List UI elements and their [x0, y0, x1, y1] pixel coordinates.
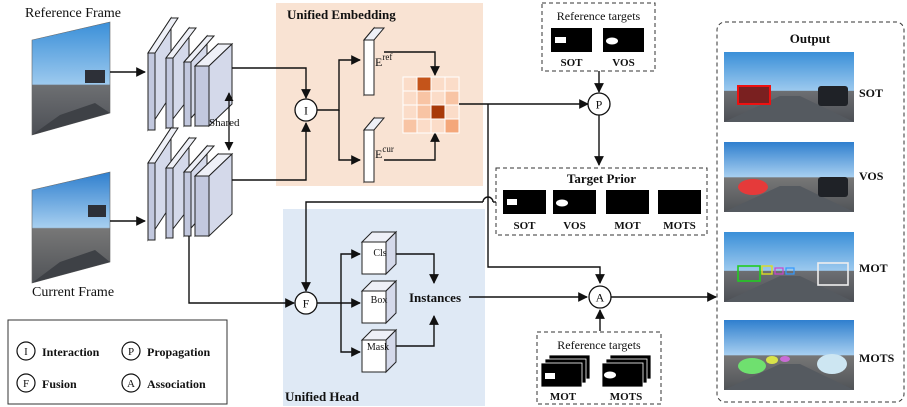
fusion-to-mask-arrow: [340, 303, 361, 357]
output-label-mots: MOTS: [859, 351, 895, 365]
box-head-block: [360, 279, 398, 325]
ref-feature-arrow: [232, 67, 311, 99]
prior-label-sot: SOT: [513, 220, 536, 232]
prior-label-mot: MOT: [614, 220, 641, 232]
ref-target-mots-mask-stack: [601, 354, 652, 388]
box-label: Box: [371, 295, 388, 306]
legend-item-association: A Association: [121, 373, 206, 393]
similarity-heatmap: [402, 76, 460, 134]
reference-targets-bottom-title: Reference targets: [557, 338, 641, 352]
output-label-sot: SOT: [859, 86, 883, 100]
legend-item-fusion: F Fusion: [16, 373, 77, 393]
prior-vos-mask: [553, 190, 596, 214]
output-vos-image: [724, 142, 854, 212]
e-cur-label: Ecur: [375, 144, 394, 161]
fusion-to-cls-arrow: [317, 249, 361, 304]
prior-to-fusion-arrow: [301, 201, 483, 292]
legend-item-interaction: I Interaction: [16, 341, 100, 361]
reference-backbone: [147, 16, 234, 132]
svg-text:I: I: [24, 346, 28, 358]
current-frame-image: [31, 171, 111, 284]
prior-mots-mask: [658, 190, 701, 214]
prior-label-mots: MOTS: [663, 220, 695, 232]
cur-feature-arrow: [232, 122, 311, 181]
cur-to-fusion-arrow: [188, 236, 295, 308]
cls-to-instances-arrow: [396, 253, 439, 284]
ref-target-mot-label: MOT: [550, 391, 577, 403]
ref-target-mots-label: MOTS: [610, 391, 642, 403]
output-mot-image: [724, 232, 854, 302]
legend-item-propagation: P Propagation: [121, 341, 210, 361]
ref-target-sot-label: SOT: [560, 57, 583, 69]
cls-label: Cls: [373, 248, 386, 259]
mask-head-block: [360, 328, 398, 374]
output-label-mot: MOT: [859, 261, 888, 275]
svg-text:Propagation: Propagation: [147, 345, 210, 359]
current-backbone: [147, 126, 234, 242]
unified-embedding-title: Unified Embedding: [287, 7, 396, 22]
heatmap-to-association-arrow: [487, 104, 605, 284]
output-label-vos: VOS: [859, 169, 884, 183]
svg-text:Fusion: Fusion: [42, 377, 77, 391]
unified-head-title: Unified Head: [285, 389, 360, 404]
mask-to-instances-arrow: [396, 315, 439, 347]
output-title: Output: [790, 31, 831, 46]
to-ecur-arrow: [338, 110, 361, 165]
svg-text:A: A: [127, 378, 135, 390]
current-frame-label: Current Frame: [32, 285, 114, 300]
prior-mot-mask: [606, 190, 649, 214]
output-mots-image: [724, 320, 854, 390]
mask-label: Mask: [367, 342, 389, 353]
output-sot-image: [724, 52, 854, 122]
target-prior-title: Target Prior: [567, 171, 636, 186]
ref-target-vos-label: VOS: [612, 57, 634, 69]
reference-targets-top-title: Reference targets: [557, 9, 641, 23]
svg-text:Association: Association: [147, 377, 206, 391]
ref-target-vos-mask: [603, 28, 644, 52]
eref-to-heatmap-arrow: [384, 51, 440, 76]
svg-text:P: P: [128, 346, 134, 358]
prior-sot-mask: [503, 190, 546, 214]
prior-label-vos: VOS: [563, 220, 585, 232]
svg-text:Interaction: Interaction: [42, 345, 100, 359]
instances-label: Instances: [409, 290, 461, 305]
cls-head-block: [360, 230, 398, 276]
fusion-node-symbol: F: [303, 297, 310, 311]
shared-label: Shared: [209, 117, 240, 129]
association-node-symbol: A: [596, 291, 605, 305]
to-eref-arrow: [317, 55, 361, 111]
ref-target-mot-mask-stack: [540, 354, 591, 388]
legend-box: [7, 319, 228, 405]
svg-text:F: F: [23, 378, 29, 390]
prior-hop: [482, 196, 494, 203]
reference-frame-label: Reference Frame: [25, 6, 121, 21]
interaction-node-symbol: I: [304, 104, 308, 118]
ecur-to-heatmap-arrow: [384, 132, 440, 161]
e-cur-block: [362, 116, 386, 184]
e-ref-label: Eref: [375, 52, 392, 69]
e-ref-block: [362, 26, 386, 97]
propagation-node-symbol: P: [596, 98, 603, 112]
reference-frame-image: [31, 21, 111, 136]
ref-target-sot-mask: [551, 28, 592, 52]
